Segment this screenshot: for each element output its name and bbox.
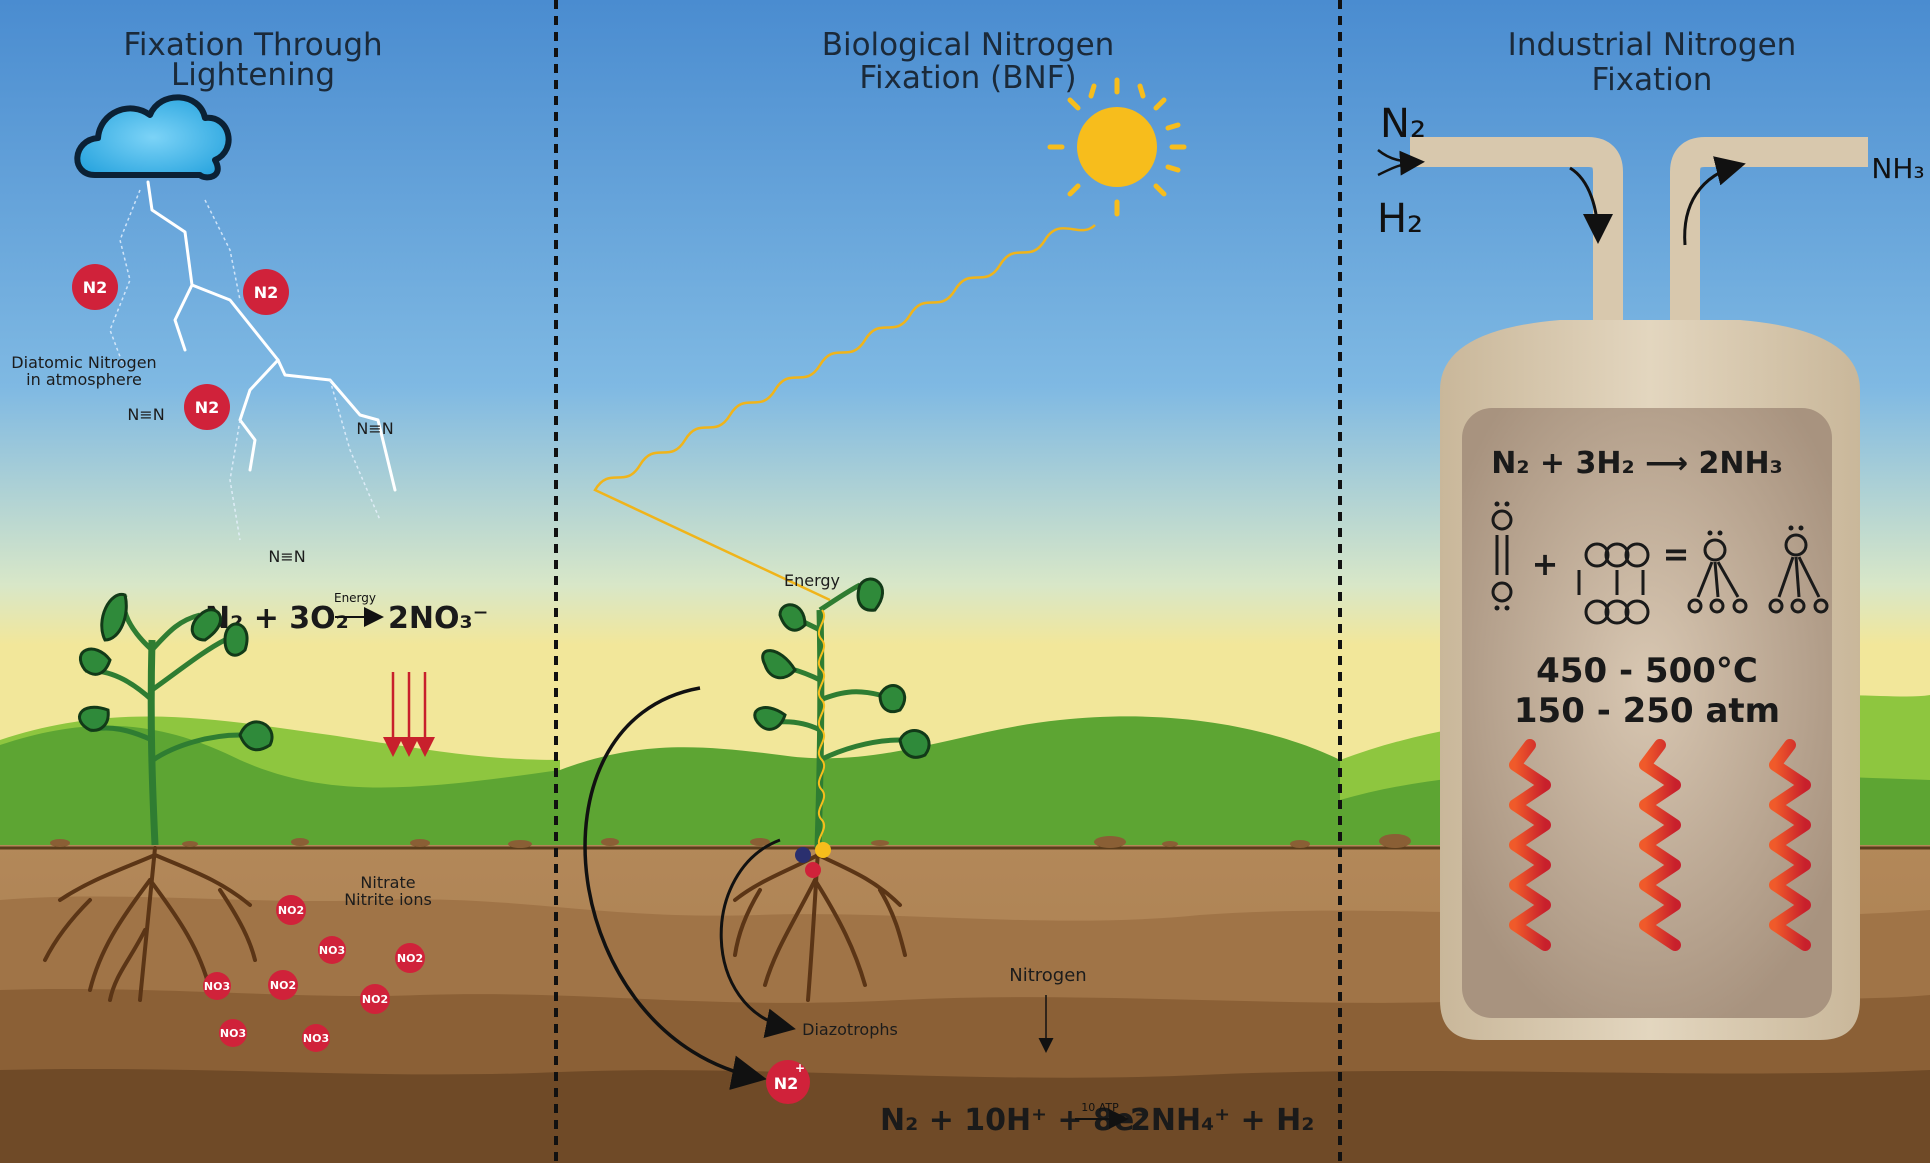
no3-ion: NO3	[219, 1019, 247, 1047]
triple-bond-label: N≡N	[127, 405, 164, 424]
lightning-title-line2: Lightening	[171, 57, 335, 93]
diazotrophs-label: Diazotrophs	[802, 1020, 898, 1039]
svg-text:+: +	[795, 1061, 805, 1075]
svg-text:NO2: NO2	[278, 904, 304, 917]
bnf-equation-atp: 10 ATP	[1081, 1101, 1119, 1114]
soil-label-line1: Nitrate	[360, 873, 415, 892]
structure-plus-icon: +	[1532, 545, 1559, 583]
heater-coil-icon	[1639, 739, 1681, 951]
no3-ion: NO3	[302, 1024, 330, 1052]
atmosphere-label-line2: in atmosphere	[26, 370, 142, 389]
roots-icon	[43, 846, 257, 1002]
svg-text:NO2: NO2	[270, 979, 296, 992]
panel-industrial: Industrial Nitrogen Fixation N₂ H₂ NH₃ N…	[1377, 27, 1925, 1040]
hill-middle	[560, 716, 1340, 860]
lightning-faint-icon	[109, 189, 381, 541]
triple-bond-label: N≡N	[268, 547, 305, 566]
surface-pebbles	[50, 834, 1411, 848]
n2-molecule: N2	[243, 269, 289, 315]
n2-molecule-label: N2	[195, 398, 220, 417]
n2-molecule-label: N2	[83, 278, 108, 297]
cloud-icon	[74, 94, 232, 181]
sun-icon	[1047, 77, 1187, 217]
energy-label: Energy	[784, 571, 840, 590]
triple-bond-label: N≡N	[356, 419, 393, 438]
heater-coil-icon	[1509, 739, 1551, 951]
structure-equals-icon: =	[1663, 535, 1690, 573]
svg-text:NO3: NO3	[303, 1032, 329, 1045]
n2-molecule: N2	[184, 384, 230, 430]
svg-text:NO3: NO3	[319, 944, 345, 957]
hill-left	[0, 725, 560, 860]
n2-molecule: N2	[72, 264, 118, 310]
n2-molecule-label: N2	[254, 283, 279, 302]
no2-ion: NO2	[395, 943, 425, 973]
no2-ion: NO2	[360, 984, 390, 1014]
industrial-title-line2: Fixation	[1592, 62, 1713, 98]
svg-text:NO2: NO2	[362, 993, 388, 1006]
input-h2-label: H₂	[1377, 196, 1423, 242]
atmosphere-label-line1: Diatomic Nitrogen	[11, 353, 156, 372]
input-n2-label: N₂	[1380, 101, 1426, 147]
bnf-title-line2: Fixation (BNF)	[859, 60, 1076, 96]
sunlight-wave-icon	[593, 224, 1096, 602]
no3-ion: NO3	[318, 936, 346, 964]
feed-arrow	[1377, 150, 1425, 177]
reactor-chamber	[1462, 408, 1832, 1018]
no2-ion: NO2	[268, 970, 298, 1000]
plant-icon	[78, 593, 274, 846]
soil-layer-deep	[0, 1068, 1930, 1163]
n2-ion: N2 +	[766, 1060, 810, 1104]
bnf-equation-lhs: N₂ + 10H⁺ + 8e⁻	[880, 1103, 1150, 1138]
pressure-label: 150 - 250 atm	[1514, 691, 1780, 731]
no2-ion: NO2	[276, 895, 306, 925]
down-arrows-icon	[383, 672, 435, 757]
output-nh3-label: NH₃	[1871, 152, 1924, 185]
industrial-title-line1: Industrial Nitrogen	[1508, 27, 1797, 63]
lightning-equation-energy: Energy	[334, 591, 376, 605]
svg-text:NO3: NO3	[220, 1027, 246, 1040]
lightning-equation-rhs: 2NO₃⁻	[388, 601, 488, 636]
no3-ion: NO3	[203, 972, 231, 1000]
nitrogen-label: Nitrogen	[1009, 965, 1086, 986]
nitrogen-cycle-arrow-outer	[583, 686, 767, 1090]
input-flow-arrow	[1569, 166, 1613, 244]
bacteria-cluster-icon	[795, 842, 831, 878]
lightning-title-line1: Fixation Through	[123, 27, 382, 63]
bnf-equation-rhs: 2NH₄⁺ + H₂	[1130, 1103, 1314, 1138]
output-pipe	[1670, 137, 1868, 330]
haber-equation: N₂ + 3H₂ ⟶ 2NH₃	[1491, 446, 1783, 481]
temperature-label: 450 - 500°C	[1536, 651, 1758, 691]
svg-text:NO3: NO3	[204, 980, 230, 993]
bnf-plant-icon	[753, 577, 931, 849]
input-pipe	[1410, 137, 1623, 330]
bnf-title-line1: Biological Nitrogen	[822, 27, 1115, 63]
heater-coil-icon	[1769, 739, 1811, 951]
diazotroph-arrow	[719, 838, 796, 1038]
soil-label-line2: Nitrite ions	[344, 890, 432, 909]
svg-text:N2: N2	[774, 1074, 799, 1093]
panel-lightning: Fixation Through Lightening N2 N2	[11, 27, 488, 1052]
svg-text:NO2: NO2	[397, 952, 423, 965]
output-flow-arrow	[1683, 156, 1746, 246]
molecular-structure-icon	[1491, 509, 1829, 625]
structure-dots-icon	[1494, 501, 1804, 611]
panel-biological: Biological Nitrogen Fixation (BNF)	[583, 27, 1314, 1138]
